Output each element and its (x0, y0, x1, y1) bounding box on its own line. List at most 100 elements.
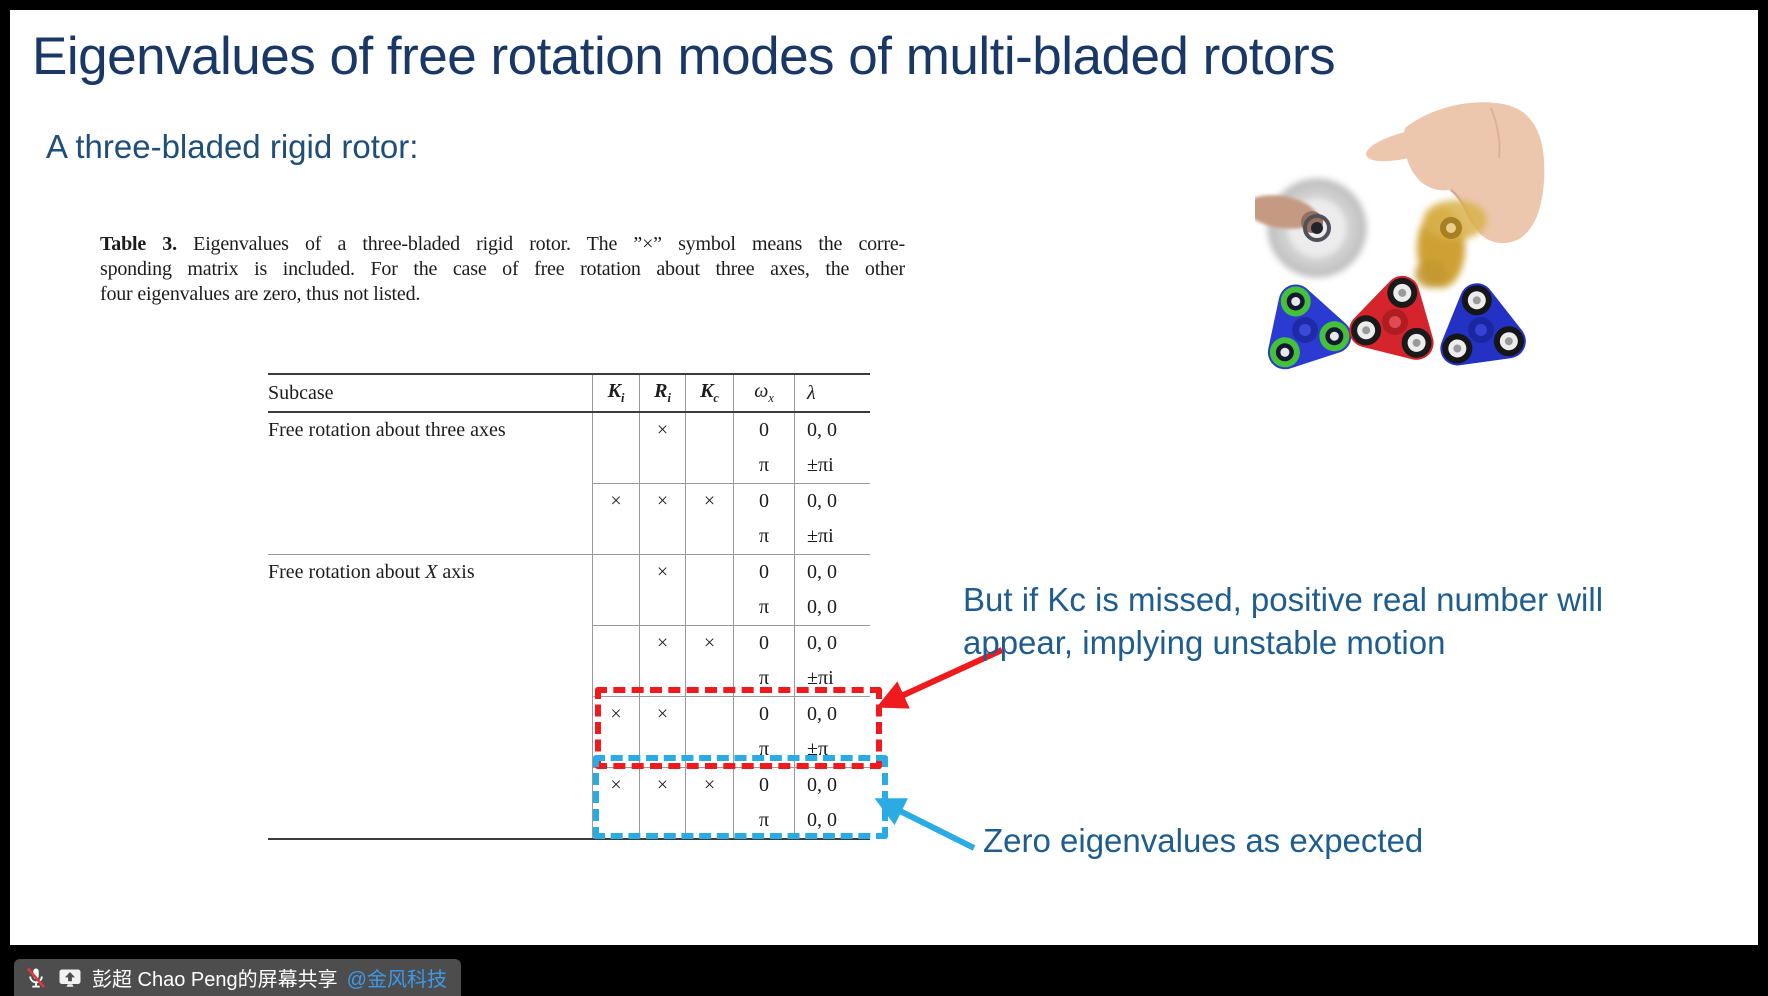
cell-kc: × (685, 625, 734, 661)
cell-wx: 0 (733, 696, 795, 732)
slide-title: Eigenvalues of free rotation modes of mu… (32, 27, 1336, 86)
unstable-motion-note: But if Kc is missed, positive real numbe… (963, 581, 1604, 661)
cell-lam: 0, 0 (794, 590, 870, 626)
caption-line-2: sponding matrix is included. For the cas… (100, 258, 905, 280)
cell-wx: π (733, 590, 795, 626)
table-header-row: Subcase Ki Ri Kc ωx λ (268, 373, 870, 413)
cell-lam: ±π (794, 732, 870, 768)
subcase-cell (268, 626, 593, 662)
table-row: π±πi (268, 448, 870, 484)
blue-green-spinner (1267, 284, 1352, 370)
cell-lam: ±πi (794, 519, 870, 555)
cell-kc (685, 412, 734, 448)
slide-subtitle: A three-bladed rigid rotor: (46, 128, 419, 165)
subcase-cell (268, 590, 593, 626)
blue-arrow (874, 798, 976, 851)
cell-kc: × (685, 767, 734, 803)
table-row: π±π (268, 732, 870, 768)
screen-share-pill[interactable]: 彭超 Chao Peng的屏幕共享 @金风科技 (14, 959, 461, 996)
cell-wx: 0 (733, 483, 795, 519)
cell-wx: π (733, 448, 795, 484)
finger (1255, 195, 1317, 229)
subcase-cell (268, 732, 593, 768)
red-spinner (1349, 275, 1434, 360)
red-dashed-highlight-box (595, 687, 882, 769)
presentation-slide: Eigenvalues of free rotation modes of mu… (10, 10, 1758, 945)
microphone-muted-icon (27, 967, 45, 988)
cell-ki (592, 590, 640, 626)
cell-ki: × (592, 767, 640, 803)
gold-spinner (1415, 200, 1487, 288)
zero-eigenvalues-note: Zero eigenvalues as expected (983, 822, 1424, 859)
subcase-cell (268, 803, 593, 840)
cell-ki (592, 519, 640, 555)
cell-lam: 0, 0 (794, 625, 870, 661)
table-caption-label: Table 3. (100, 233, 177, 255)
cell-lam: 0, 0 (794, 412, 870, 448)
screen-share-icon (59, 969, 81, 987)
subcase-cell (268, 768, 593, 804)
cell-kc (685, 448, 734, 484)
cell-wx: π (733, 732, 795, 768)
subcase-cell (268, 697, 593, 733)
col-header-ki: Ki (592, 373, 640, 413)
subcase-cell: Free rotation about X axis (268, 554, 593, 590)
cell-ri (639, 590, 686, 626)
subcase-cell (268, 519, 593, 555)
table-row: π±πi (268, 519, 870, 555)
table-caption: Table 3. Eigenvalues of a three-bladed r… (100, 232, 905, 307)
caption-line-1: Eigenvalues of a three-bladed rigid roto… (193, 233, 905, 255)
cell-wx: 0 (733, 625, 795, 661)
cell-lam: 0, 0 (794, 696, 870, 732)
cell-ri (639, 448, 686, 484)
subcase-cell (268, 661, 593, 697)
hand-spinner-photo (1255, 102, 1545, 288)
cell-ki (592, 412, 640, 448)
cell-wx: π (733, 519, 795, 555)
share-mention-label: @金风科技 (346, 969, 447, 991)
blue-dashed-highlight-box (593, 755, 888, 839)
cell-kc: × (685, 483, 734, 519)
cell-wx: 0 (733, 412, 795, 448)
cell-ri: × (639, 767, 686, 803)
cell-ri (639, 519, 686, 555)
caption-line-3: four eigenvalues are zero, thus not list… (100, 283, 421, 305)
col-header-kc: Kc (685, 373, 734, 413)
subcase-cell (268, 448, 593, 484)
col-header-ri: Ri (639, 373, 686, 413)
cell-lam: 0, 0 (794, 554, 870, 590)
cell-lam: ±πi (794, 448, 870, 484)
cell-kc (685, 732, 734, 768)
cell-ri: × (639, 696, 686, 732)
cell-ri: × (639, 554, 686, 590)
cell-ki (592, 554, 640, 590)
screen-share-label: 彭超 Chao Peng的屏幕共享 (92, 969, 338, 991)
subcase-cell (268, 484, 593, 520)
cell-lam: 0, 0 (794, 483, 870, 519)
cell-kc (685, 696, 734, 732)
blue-spinner (1440, 283, 1526, 366)
col-header-subcase: Subcase (268, 373, 593, 413)
cell-ri (639, 732, 686, 768)
cell-kc (685, 554, 734, 590)
cell-kc (685, 590, 734, 626)
cell-ri: × (639, 412, 686, 448)
cell-ki (592, 448, 640, 484)
cell-ki: × (592, 483, 640, 519)
fidget-spinners-image (1267, 275, 1526, 370)
subcase-cell: Free rotation about three axes (268, 419, 506, 441)
col-header-omega-x: ωx (733, 373, 795, 413)
cell-kc (685, 519, 734, 555)
cell-wx: 0 (733, 554, 795, 590)
col-header-lambda: λ (794, 373, 870, 413)
cell-ri: × (639, 625, 686, 661)
cell-ri: × (639, 483, 686, 519)
cell-ki (592, 625, 640, 661)
